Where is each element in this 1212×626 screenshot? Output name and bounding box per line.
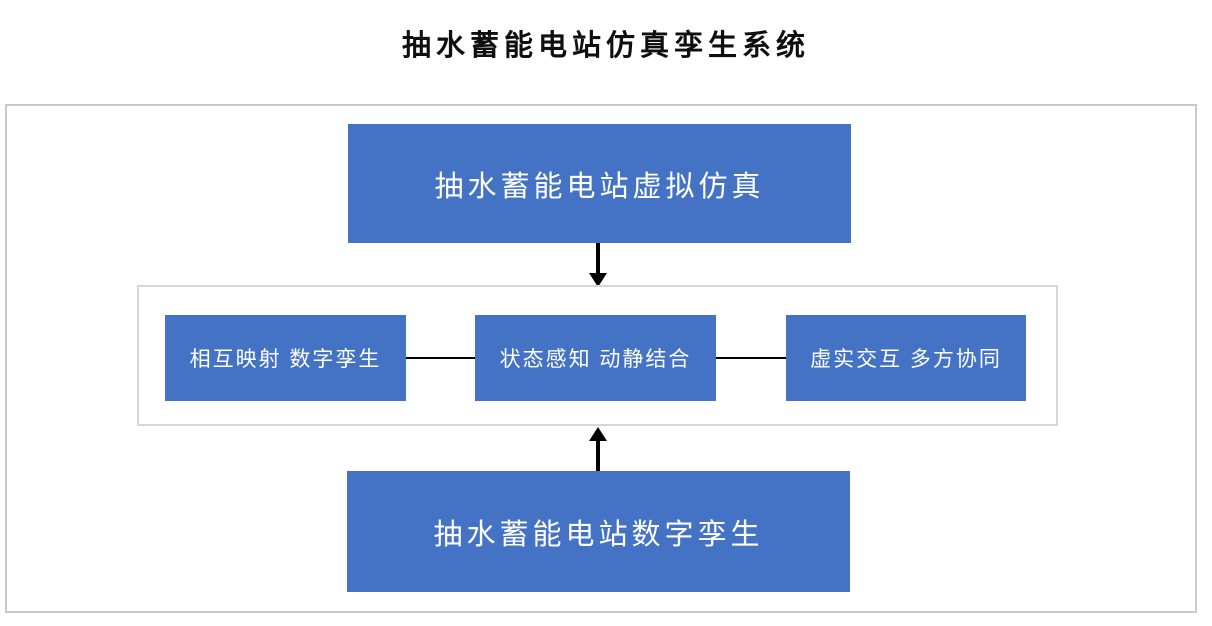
mutual-mapping-box: 相互映射 数字孪生 <box>165 315 406 401</box>
virtual-real-interaction-label: 虚实交互 多方协同 <box>810 348 1002 371</box>
arrow-down-head <box>589 273 607 287</box>
state-perception-label: 状态感知 动静结合 <box>499 348 692 371</box>
virtual-real-interaction-box: 虚实交互 多方协同 <box>786 315 1026 401</box>
connector-line-right <box>716 357 786 359</box>
diagram-title: 抽水蓄能电站仿真孪生系统 <box>401 30 810 62</box>
virtual-simulation-label: 抽水蓄能电站虚拟仿真 <box>434 170 765 203</box>
connector-line-left <box>406 357 475 359</box>
arrow-up-shaft <box>596 441 600 471</box>
virtual-simulation-box: 抽水蓄能电站虚拟仿真 <box>348 124 851 243</box>
digital-twin-box: 抽水蓄能电站数字孪生 <box>347 471 850 592</box>
mutual-mapping-label: 相互映射 数字孪生 <box>189 348 382 371</box>
arrow-down-shaft <box>596 243 600 273</box>
arrow-up-head <box>589 427 607 441</box>
arrow-up-icon <box>589 427 607 471</box>
state-perception-box: 状态感知 动静结合 <box>475 315 716 401</box>
digital-twin-label: 抽水蓄能电站数字孪生 <box>433 518 764 551</box>
arrow-down-icon <box>589 243 607 287</box>
